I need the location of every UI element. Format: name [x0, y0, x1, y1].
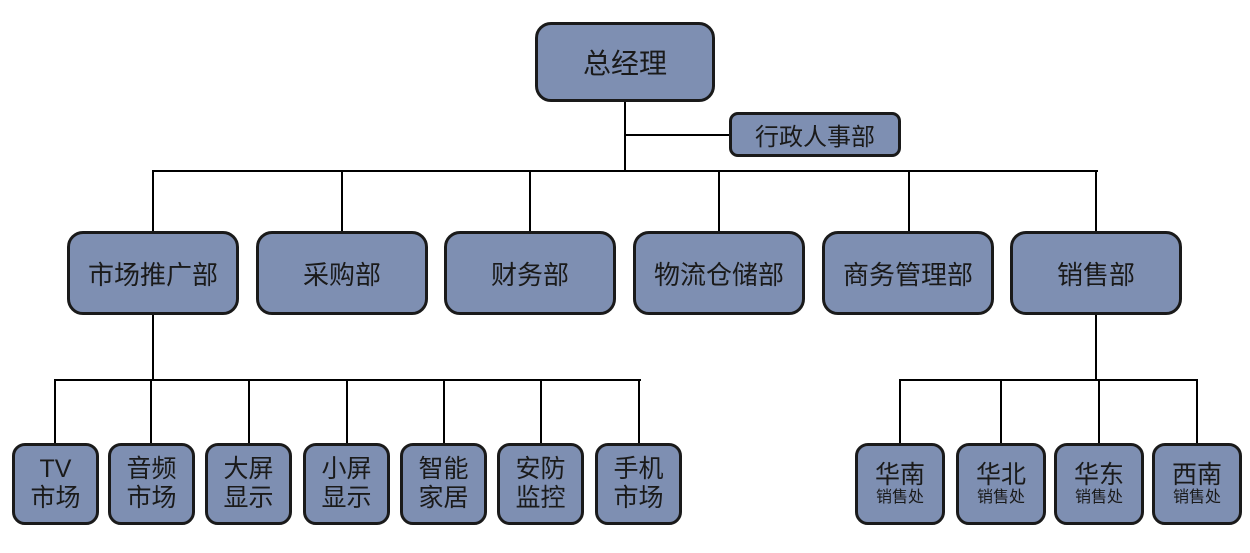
connector-drop-market-6	[540, 379, 542, 444]
node-general-manager: 总经理	[535, 22, 715, 102]
node-label-suffix: 销售处	[1074, 488, 1123, 506]
node-label-suffix: 销售处	[976, 488, 1025, 506]
node-label-region: 华南	[874, 460, 925, 489]
node-label-line1: 音频	[126, 454, 177, 483]
node-dept-logistics-warehouse: 物流仓储部	[633, 231, 805, 315]
connector-root-trunk	[624, 102, 626, 172]
connector-drop-market-5	[443, 379, 445, 444]
node-label-line1: TV	[39, 454, 72, 483]
node-label: 总经理	[582, 48, 667, 79]
node-label-region: 西南	[1171, 460, 1222, 489]
node-mobile-market: 手机 市场	[595, 443, 682, 525]
connector-drop-market-2	[150, 379, 152, 444]
node-label-line1: 小屏	[321, 454, 372, 483]
connector-drop-dept-1	[152, 170, 154, 232]
node-label-suffix: 销售处	[1172, 488, 1221, 506]
connector-drop-dept-4	[718, 170, 720, 232]
node-label: 物流仓储部	[653, 259, 784, 290]
node-label-line2: 监控	[515, 484, 566, 512]
node-office-east-china: 华东 销售处	[1054, 443, 1144, 525]
node-label-line1: 手机	[613, 454, 664, 483]
node-label-line2: 显示	[223, 484, 274, 512]
node-security-monitoring: 安防 监控	[497, 443, 584, 525]
node-small-screen-display: 小屏 显示	[303, 443, 390, 525]
node-label: 采购部	[302, 259, 381, 290]
connector-staff-branch	[625, 134, 730, 136]
node-dept-business-management: 商务管理部	[822, 231, 994, 315]
node-label-line2: 显示	[321, 484, 372, 512]
node-office-south-china: 华南 销售处	[855, 443, 945, 525]
node-label-line1: 安防	[515, 454, 566, 483]
node-label-region: 华东	[1073, 460, 1124, 489]
node-label-line2: 家居	[418, 484, 469, 512]
node-label-line2: 市场	[126, 484, 177, 512]
node-label-suffix: 销售处	[875, 488, 924, 506]
connector-drop-market-4	[346, 379, 348, 444]
connector-drop-office-1	[899, 379, 901, 444]
node-label-line2: 市场	[613, 484, 664, 512]
connector-marketing-trunk	[152, 314, 154, 381]
connector-drop-market-7	[638, 379, 640, 444]
connector-drop-dept-3	[529, 170, 531, 232]
node-dept-procurement: 采购部	[256, 231, 428, 315]
node-label-line1: 大屏	[223, 454, 274, 483]
connector-drop-dept-6	[1095, 170, 1097, 232]
node-label: 市场推广部	[87, 259, 218, 290]
node-office-southwest: 西南 销售处	[1152, 443, 1242, 525]
node-admin-hr-dept: 行政人事部	[729, 112, 901, 157]
connector-drop-office-4	[1196, 379, 1198, 444]
node-label: 商务管理部	[842, 259, 973, 290]
node-office-north-china: 华北 销售处	[956, 443, 1046, 525]
connector-drop-office-3	[1098, 379, 1100, 444]
node-dept-marketing-promotion: 市场推广部	[67, 231, 239, 315]
node-label: 财务部	[490, 259, 569, 290]
connector-drop-dept-2	[341, 170, 343, 232]
connector-drop-market-1	[54, 379, 56, 444]
node-market-audio: 音频 市场	[108, 443, 195, 525]
node-label: 销售部	[1056, 259, 1135, 290]
node-smart-home: 智能 家居	[400, 443, 487, 525]
connector-sales-trunk	[1095, 314, 1097, 381]
connector-sales-bus	[899, 379, 1198, 381]
connector-level2-bus	[152, 170, 1098, 172]
node-label-line2: 市场	[30, 484, 81, 512]
node-large-screen-display: 大屏 显示	[205, 443, 292, 525]
node-dept-sales: 销售部	[1010, 231, 1182, 315]
connector-drop-market-3	[248, 379, 250, 444]
node-market-tv: TV 市场	[12, 443, 99, 525]
connector-drop-dept-5	[908, 170, 910, 232]
node-label-line1: 智能	[418, 454, 469, 483]
connector-drop-office-2	[1000, 379, 1002, 444]
node-label-region: 华北	[975, 460, 1026, 489]
node-dept-finance: 财务部	[444, 231, 616, 315]
node-label: 行政人事部	[755, 124, 875, 151]
